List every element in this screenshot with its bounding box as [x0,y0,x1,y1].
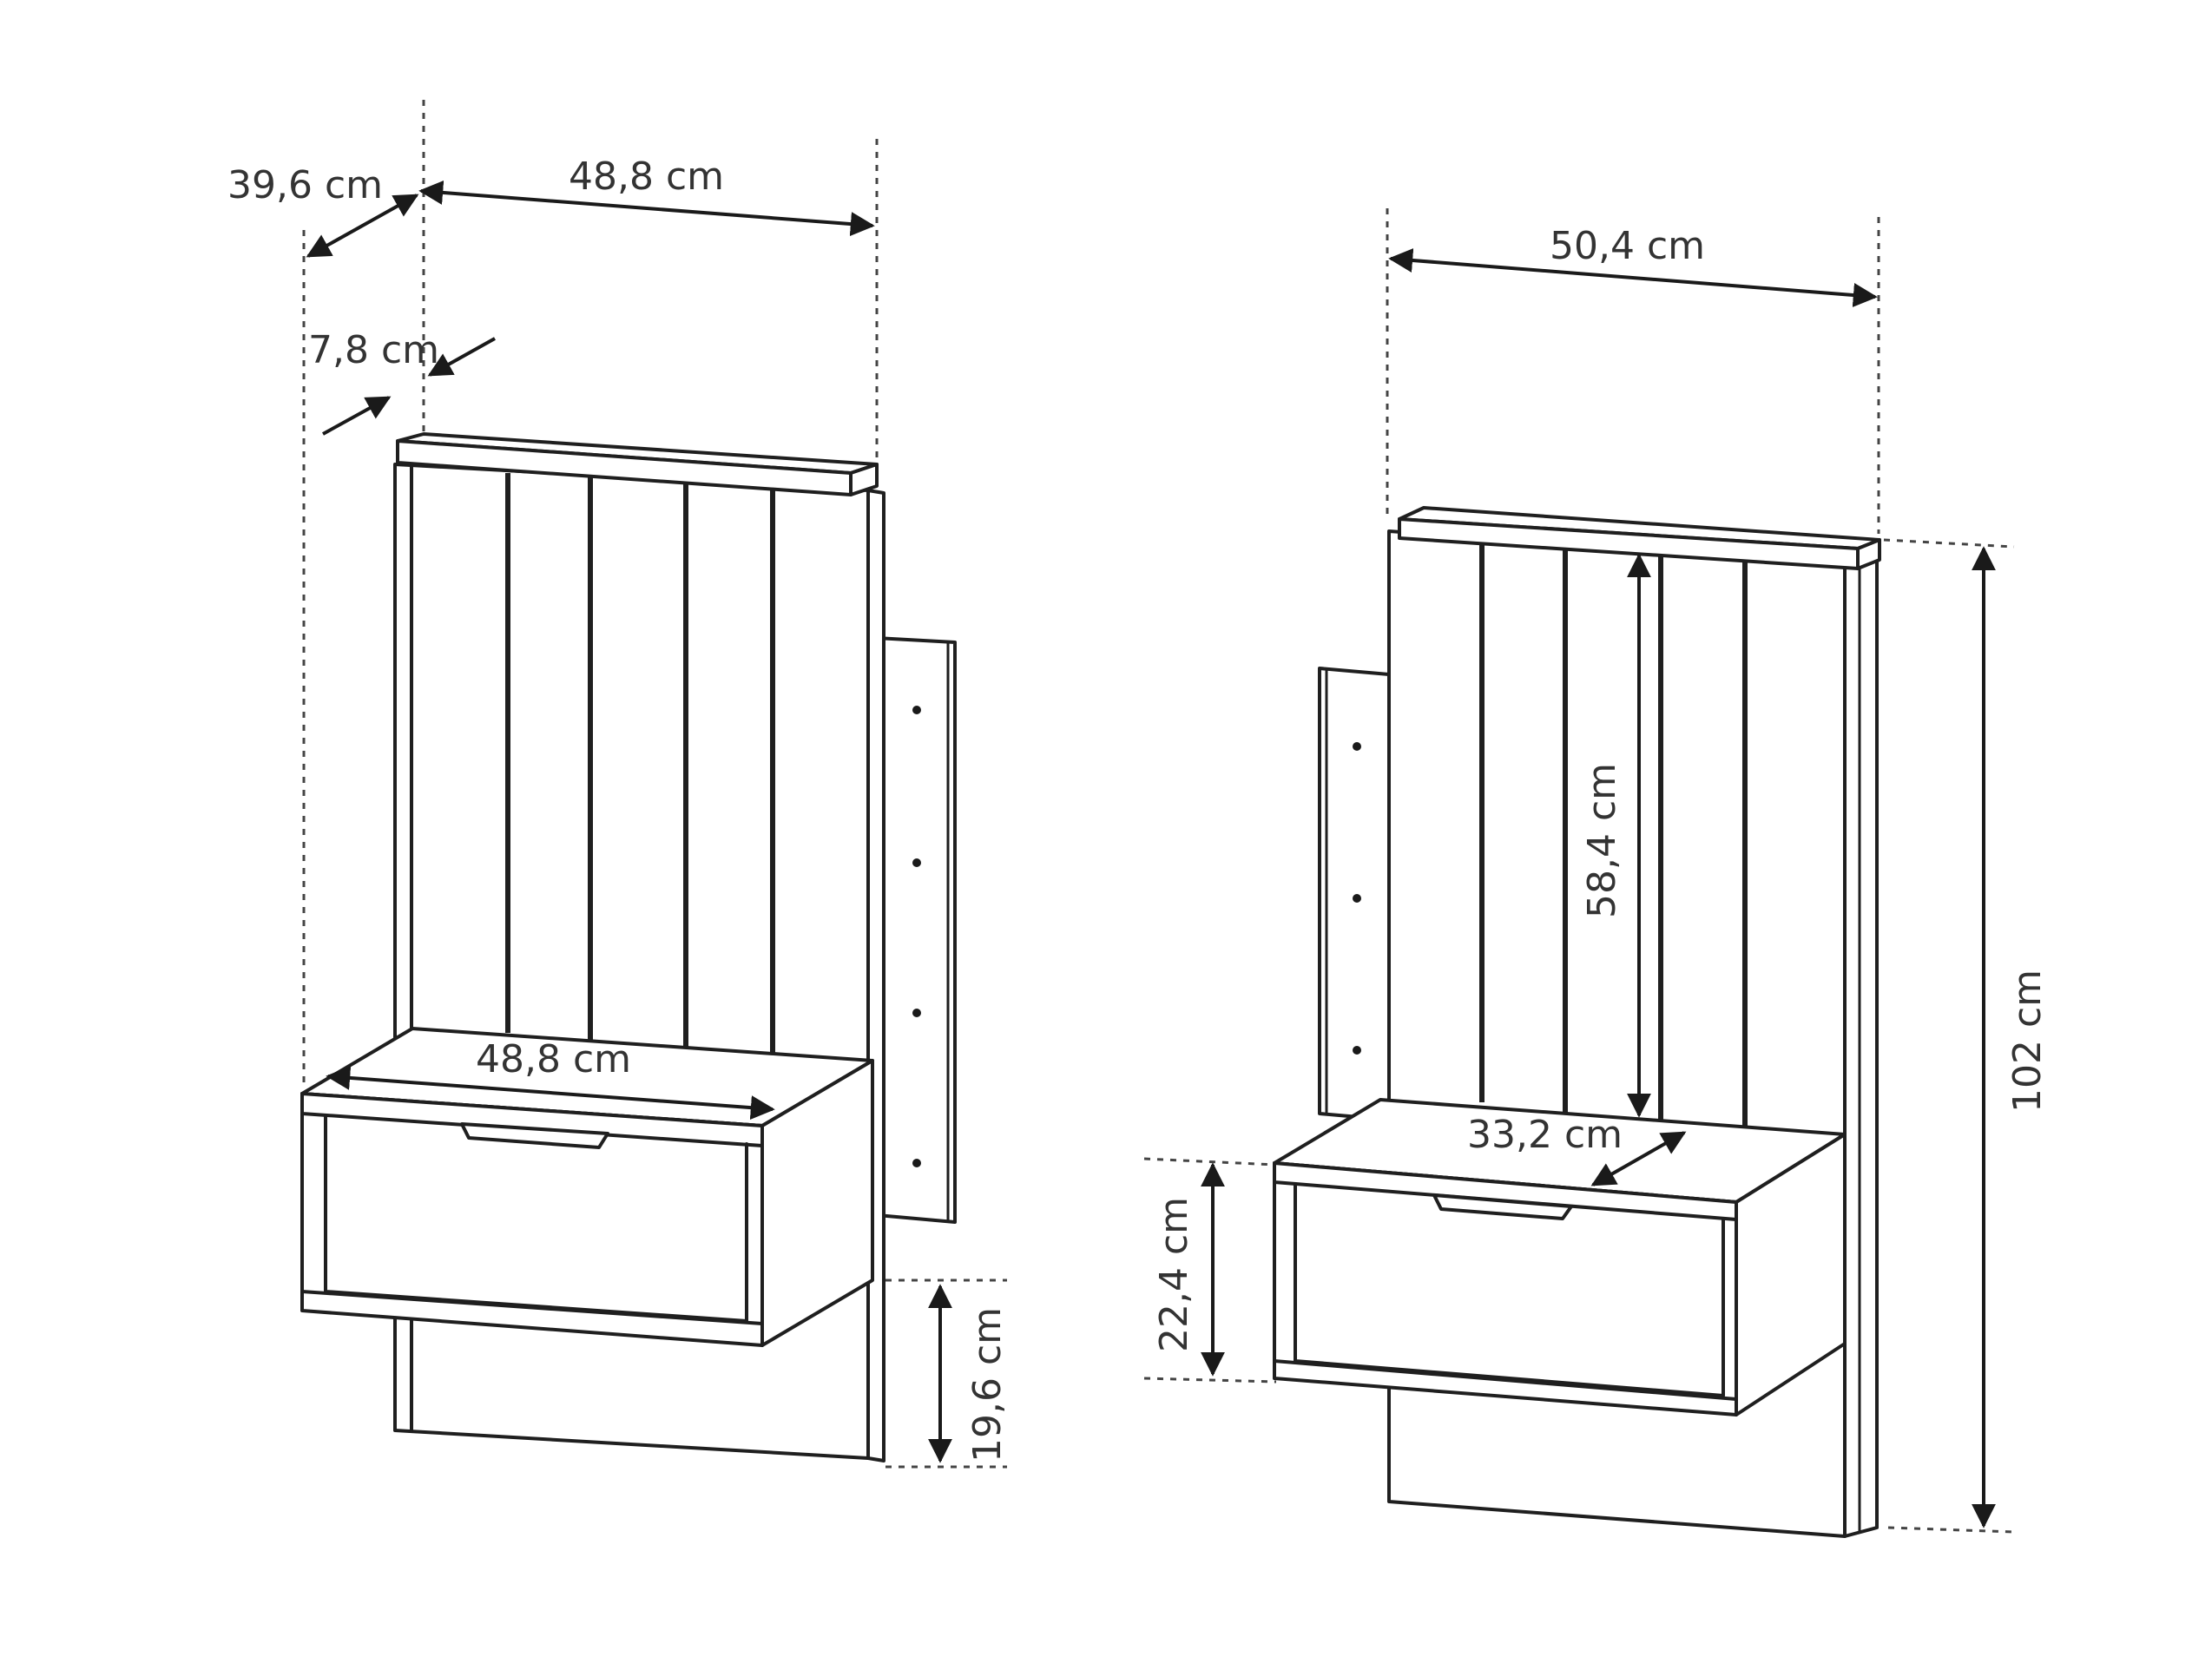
label-height-panel: 58,4 cm [1580,763,1624,918]
label-width-top: 48,8 cm [569,154,724,199]
dim-line-depth-drawer [1590,1131,1687,1186]
right-drawer-box [1273,1098,1847,1417]
label-height-drawer: 22,4 cm [1152,1197,1196,1352]
dim-line-width-top [1388,248,1878,307]
label-width-top: 50,4 cm [1550,224,1705,268]
label-depth-drawer: 33,2 cm [1467,1113,1623,1157]
bracket-screw-hole [1353,1046,1361,1055]
left-drawer-handle [460,1122,609,1149]
left-view: 39,6 cm 48,8 cm 7,8 cm 48,8 cm 19,6 cm [227,100,1010,1469]
label-width-drawer: 48,8 cm [476,1037,631,1081]
dim-line-width-top [418,180,875,237]
bracket-screw-hole [1353,742,1361,751]
bracket-screw-hole [912,706,921,714]
dim-line-depth-panel-a [322,396,392,436]
label-depth-panel: 7,8 cm [308,328,439,372]
label-depth-total: 39,6 cm [227,163,383,207]
left-extension-lines [302,100,1007,1469]
right-dimension-labels: 50,4 cm 58,4 cm 33,2 cm 22,4 cm 102 cm [1152,224,2050,1352]
left-dimension-arrows [306,180,952,1463]
bracket-screw-hole [912,858,921,867]
right-extension-lines [1143,208,2015,1534]
bracket-screw-hole [912,1009,921,1017]
left-top-shelf [396,432,879,496]
right-top-shelf [1398,506,1881,570]
right-drawer-handle [1432,1193,1573,1220]
left-mounting-bracket [875,636,957,1224]
dim-line-depth-panel-b [427,337,496,377]
right-dimension-arrows [1201,248,1996,1528]
bracket-screw-hole [912,1159,921,1167]
label-height-bottom: 19,6 cm [965,1307,1010,1463]
right-view: 50,4 cm 58,4 cm 33,2 cm 22,4 cm 102 cm [1143,208,2050,1538]
dim-line-depth-total [306,194,419,258]
right-mounting-bracket [1318,667,1391,1121]
bracket-screw-hole [1353,894,1361,903]
label-height-total: 102 cm [2005,970,2050,1113]
left-dimension-labels: 39,6 cm 48,8 cm 7,8 cm 48,8 cm 19,6 cm [227,154,1010,1463]
dim-line-width-drawer [326,1065,775,1121]
